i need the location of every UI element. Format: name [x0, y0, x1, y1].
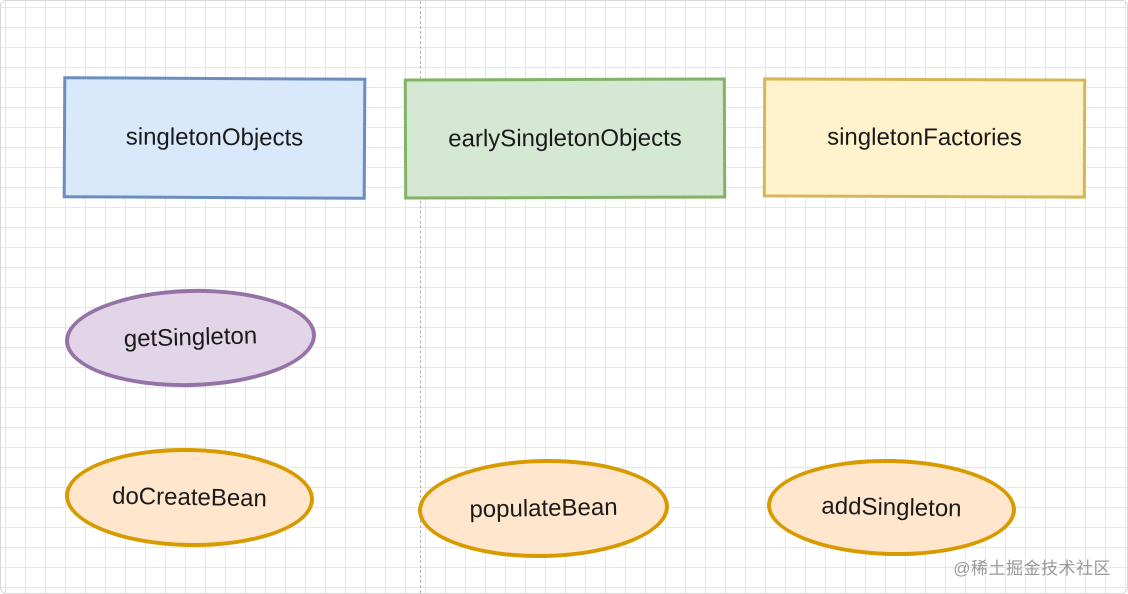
singleton-factories-label: singletonFactories — [827, 123, 1022, 152]
watermark: @稀土掘金技术社区 — [953, 559, 1111, 578]
early-singleton-objects-label: earlySingletonObjects — [448, 124, 682, 152]
get-singleton-ellipse[interactable]: getSingleton — [63, 285, 318, 391]
early-singleton-objects-box[interactable]: earlySingletonObjects — [403, 77, 727, 200]
add-singleton-label: addSingleton — [821, 492, 962, 522]
populate-bean-label: populateBean — [469, 493, 618, 523]
singleton-factories-box[interactable]: singletonFactories — [762, 77, 1087, 199]
get-singleton-label: getSingleton — [123, 322, 258, 353]
do-create-bean-ellipse[interactable]: doCreateBean — [64, 445, 315, 550]
dashed-divider — [420, 1, 421, 593]
singleton-objects-label: singletonObjects — [125, 123, 304, 152]
do-create-bean-label: doCreateBean — [111, 482, 268, 512]
populate-bean-ellipse[interactable]: populateBean — [417, 456, 670, 561]
singleton-objects-box[interactable]: singletonObjects — [62, 76, 367, 200]
add-singleton-ellipse[interactable]: addSingleton — [766, 456, 1017, 559]
